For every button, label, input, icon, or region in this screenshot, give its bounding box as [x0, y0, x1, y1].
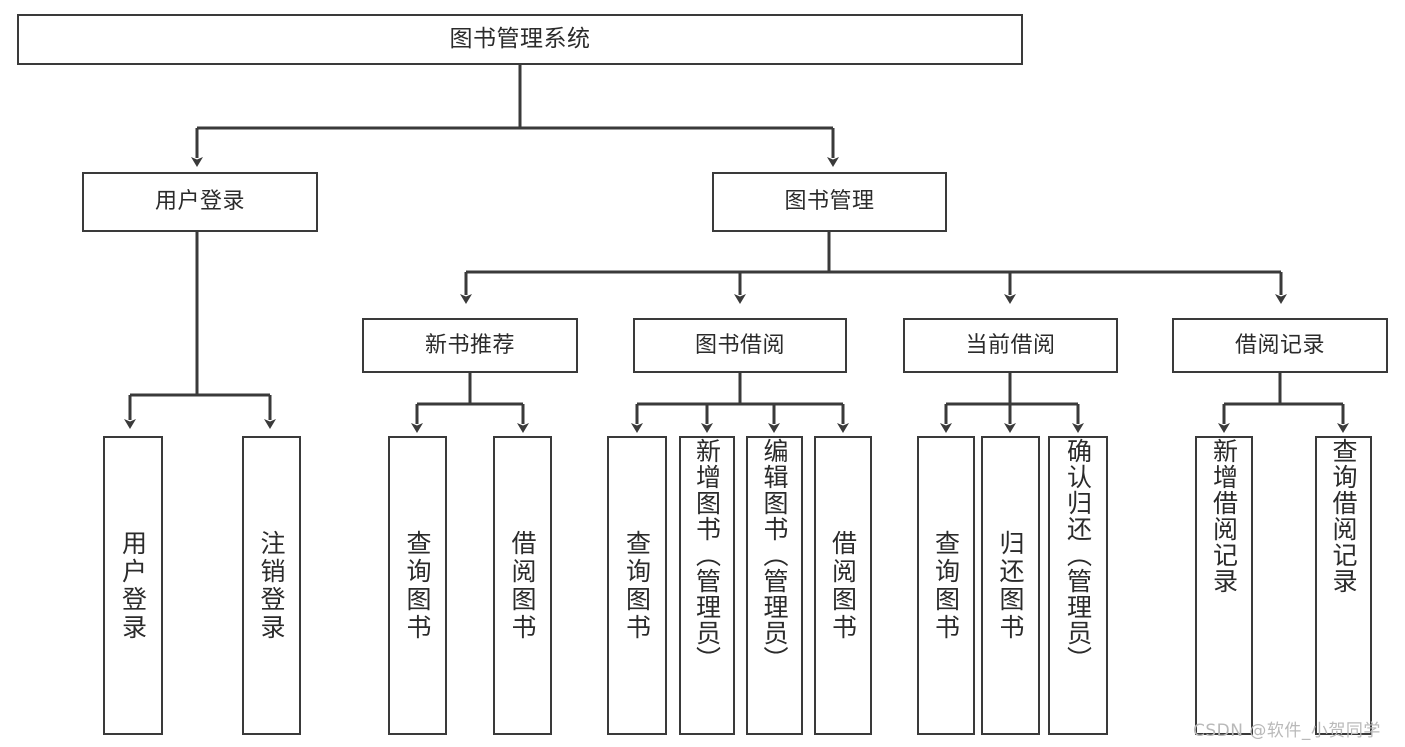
node-book-borrow-label: 图书借阅 — [694, 332, 785, 358]
node-user-login-label: 用户登录 — [154, 189, 245, 215]
node-current-borrow-label: 当前借阅 — [965, 332, 1056, 358]
node-leaf-borrow-book-2-label: 借阅图书 — [828, 529, 858, 642]
node-leaf-query-book-1[interactable]: 查询图书 — [388, 436, 447, 735]
node-leaf-query-book-3[interactable]: 查询图书 — [917, 436, 975, 735]
node-leaf-borrow-book-2[interactable]: 借阅图书 — [814, 436, 872, 735]
node-leaf-query-book-2[interactable]: 查询图书 — [607, 436, 667, 735]
node-book-manage-label: 图书管理 — [784, 189, 875, 215]
node-leaf-return-book-label: 归还图书 — [996, 529, 1025, 642]
node-leaf-return-book[interactable]: 归还图书 — [981, 436, 1040, 735]
node-book-manage[interactable]: 图书管理 — [712, 172, 947, 232]
node-leaf-add-book-label: 新增图书（管理员） — [692, 438, 722, 672]
node-borrow-record[interactable]: 借阅记录 — [1172, 318, 1388, 373]
node-new-book-rec-label: 新书推荐 — [424, 332, 515, 358]
node-leaf-borrow-book-1[interactable]: 借阅图书 — [493, 436, 552, 735]
node-leaf-add-record[interactable]: 新增借阅记录 — [1195, 436, 1253, 735]
node-root[interactable]: 图书管理系统 — [17, 14, 1023, 65]
node-borrow-record-label: 借阅记录 — [1234, 332, 1325, 358]
node-leaf-user-login-label: 用户登录 — [118, 529, 148, 642]
node-leaf-add-book[interactable]: 新增图书（管理员） — [679, 436, 735, 735]
node-leaf-confirm-return-label: 确认归还（管理员） — [1063, 438, 1093, 672]
node-leaf-user-login[interactable]: 用户登录 — [103, 436, 163, 735]
node-current-borrow[interactable]: 当前借阅 — [903, 318, 1118, 373]
node-user-login[interactable]: 用户登录 — [82, 172, 318, 232]
node-leaf-add-record-label: 新增借阅记录 — [1209, 438, 1239, 594]
node-leaf-query-record[interactable]: 查询借阅记录 — [1315, 436, 1372, 735]
node-leaf-edit-book[interactable]: 编辑图书（管理员） — [746, 436, 803, 735]
node-leaf-query-book-3-label: 查询图书 — [931, 529, 961, 642]
node-leaf-query-book-2-label: 查询图书 — [622, 529, 652, 642]
node-leaf-query-book-1-label: 查询图书 — [403, 529, 432, 642]
node-leaf-borrow-book-1-label: 借阅图书 — [508, 529, 537, 642]
node-root-label: 图书管理系统 — [449, 26, 591, 53]
csdn-watermark: CSDN @软件_小贺同学 — [1193, 721, 1381, 741]
node-leaf-edit-book-label: 编辑图书（管理员） — [760, 438, 789, 672]
node-book-borrow[interactable]: 图书借阅 — [633, 318, 847, 373]
node-leaf-logout-label: 注销登录 — [257, 529, 286, 642]
node-new-book-rec[interactable]: 新书推荐 — [362, 318, 578, 373]
node-leaf-logout[interactable]: 注销登录 — [242, 436, 301, 735]
node-leaf-confirm-return[interactable]: 确认归还（管理员） — [1048, 436, 1108, 735]
node-leaf-query-record-label: 查询借阅记录 — [1329, 438, 1358, 594]
